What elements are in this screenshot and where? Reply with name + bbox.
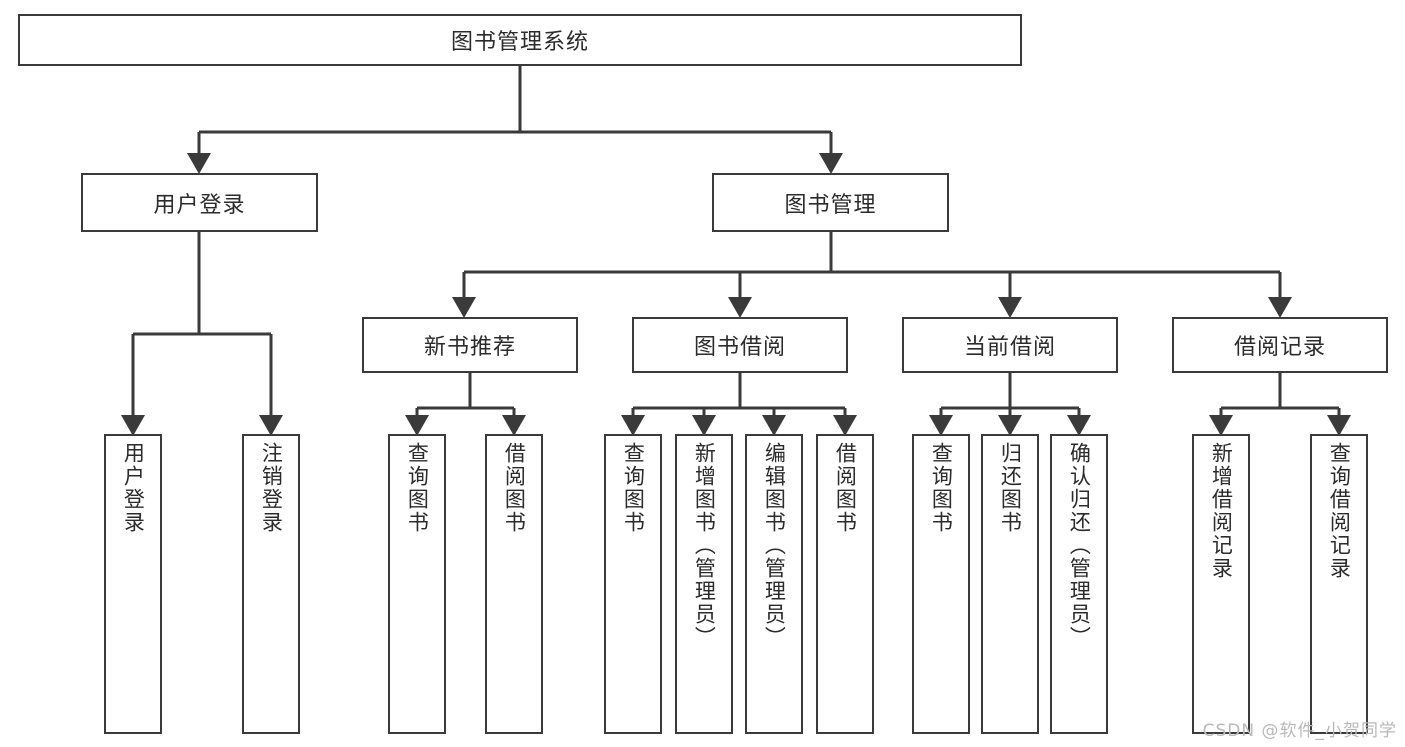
node-label: 新增图书（管理员） <box>692 442 717 649</box>
leaf-book-borrow-edit-book[interactable]: 编辑图书（管理员） <box>745 434 803 734</box>
node-current-borrow[interactable]: 当前借阅 <box>902 317 1118 373</box>
node-label: 借阅记录 <box>1233 335 1326 360</box>
node-label: 归还图书 <box>998 442 1023 534</box>
leaf-current-borrow-confirm-return[interactable]: 确认归还（管理员） <box>1050 434 1108 734</box>
node-label: 图书管理系统 <box>450 30 589 55</box>
node-label: 查询借阅记录 <box>1327 442 1352 580</box>
node-label: 查询图书 <box>405 442 430 534</box>
node-label: 新书推荐 <box>423 335 516 360</box>
leaf-new-book-query-book[interactable]: 查询图书 <box>388 434 446 734</box>
leaf-book-borrow-borrow-book[interactable]: 借阅图书 <box>816 434 874 734</box>
node-label: 新增借阅记录 <box>1209 442 1234 580</box>
node-borrow-record[interactable]: 借阅记录 <box>1172 317 1388 373</box>
node-label: 当前借阅 <box>963 335 1056 360</box>
leaf-user-login-login[interactable]: 用户登录 <box>104 434 162 734</box>
leaf-book-borrow-add-book[interactable]: 新增图书（管理员） <box>675 434 733 734</box>
node-book-borrow[interactable]: 图书借阅 <box>632 317 848 373</box>
node-label: 查询图书 <box>621 442 646 534</box>
leaf-current-borrow-query-book[interactable]: 查询图书 <box>912 434 970 734</box>
node-label: 借阅图书 <box>502 442 527 534</box>
watermark: CSDN @软件_小贺同学 <box>1202 721 1397 741</box>
node-label: 查询图书 <box>929 442 954 534</box>
node-label: 借阅图书 <box>833 442 858 534</box>
node-new-book-recommend[interactable]: 新书推荐 <box>362 317 578 373</box>
node-label: 图书管理 <box>784 192 877 218</box>
node-label: 确认归还（管理员） <box>1067 442 1092 649</box>
node-label: 用户登录 <box>153 192 246 218</box>
leaf-book-borrow-query-book[interactable]: 查询图书 <box>604 434 662 734</box>
node-user-login[interactable]: 用户登录 <box>81 173 318 232</box>
node-label: 图书借阅 <box>693 335 786 360</box>
leaf-user-login-logout[interactable]: 注销登录 <box>242 434 300 734</box>
leaf-borrow-record-add-record[interactable]: 新增借阅记录 <box>1192 434 1250 734</box>
leaf-current-borrow-return-book[interactable]: 归还图书 <box>981 434 1039 734</box>
leaf-new-book-borrow-book[interactable]: 借阅图书 <box>485 434 543 734</box>
node-label: 编辑图书（管理员） <box>762 442 787 649</box>
node-root-book-management-system[interactable]: 图书管理系统 <box>18 14 1022 66</box>
leaf-borrow-record-query-record[interactable]: 查询借阅记录 <box>1310 434 1368 734</box>
node-label: 注销登录 <box>259 442 284 534</box>
node-book-management[interactable]: 图书管理 <box>712 173 949 232</box>
node-label: 用户登录 <box>121 442 146 534</box>
